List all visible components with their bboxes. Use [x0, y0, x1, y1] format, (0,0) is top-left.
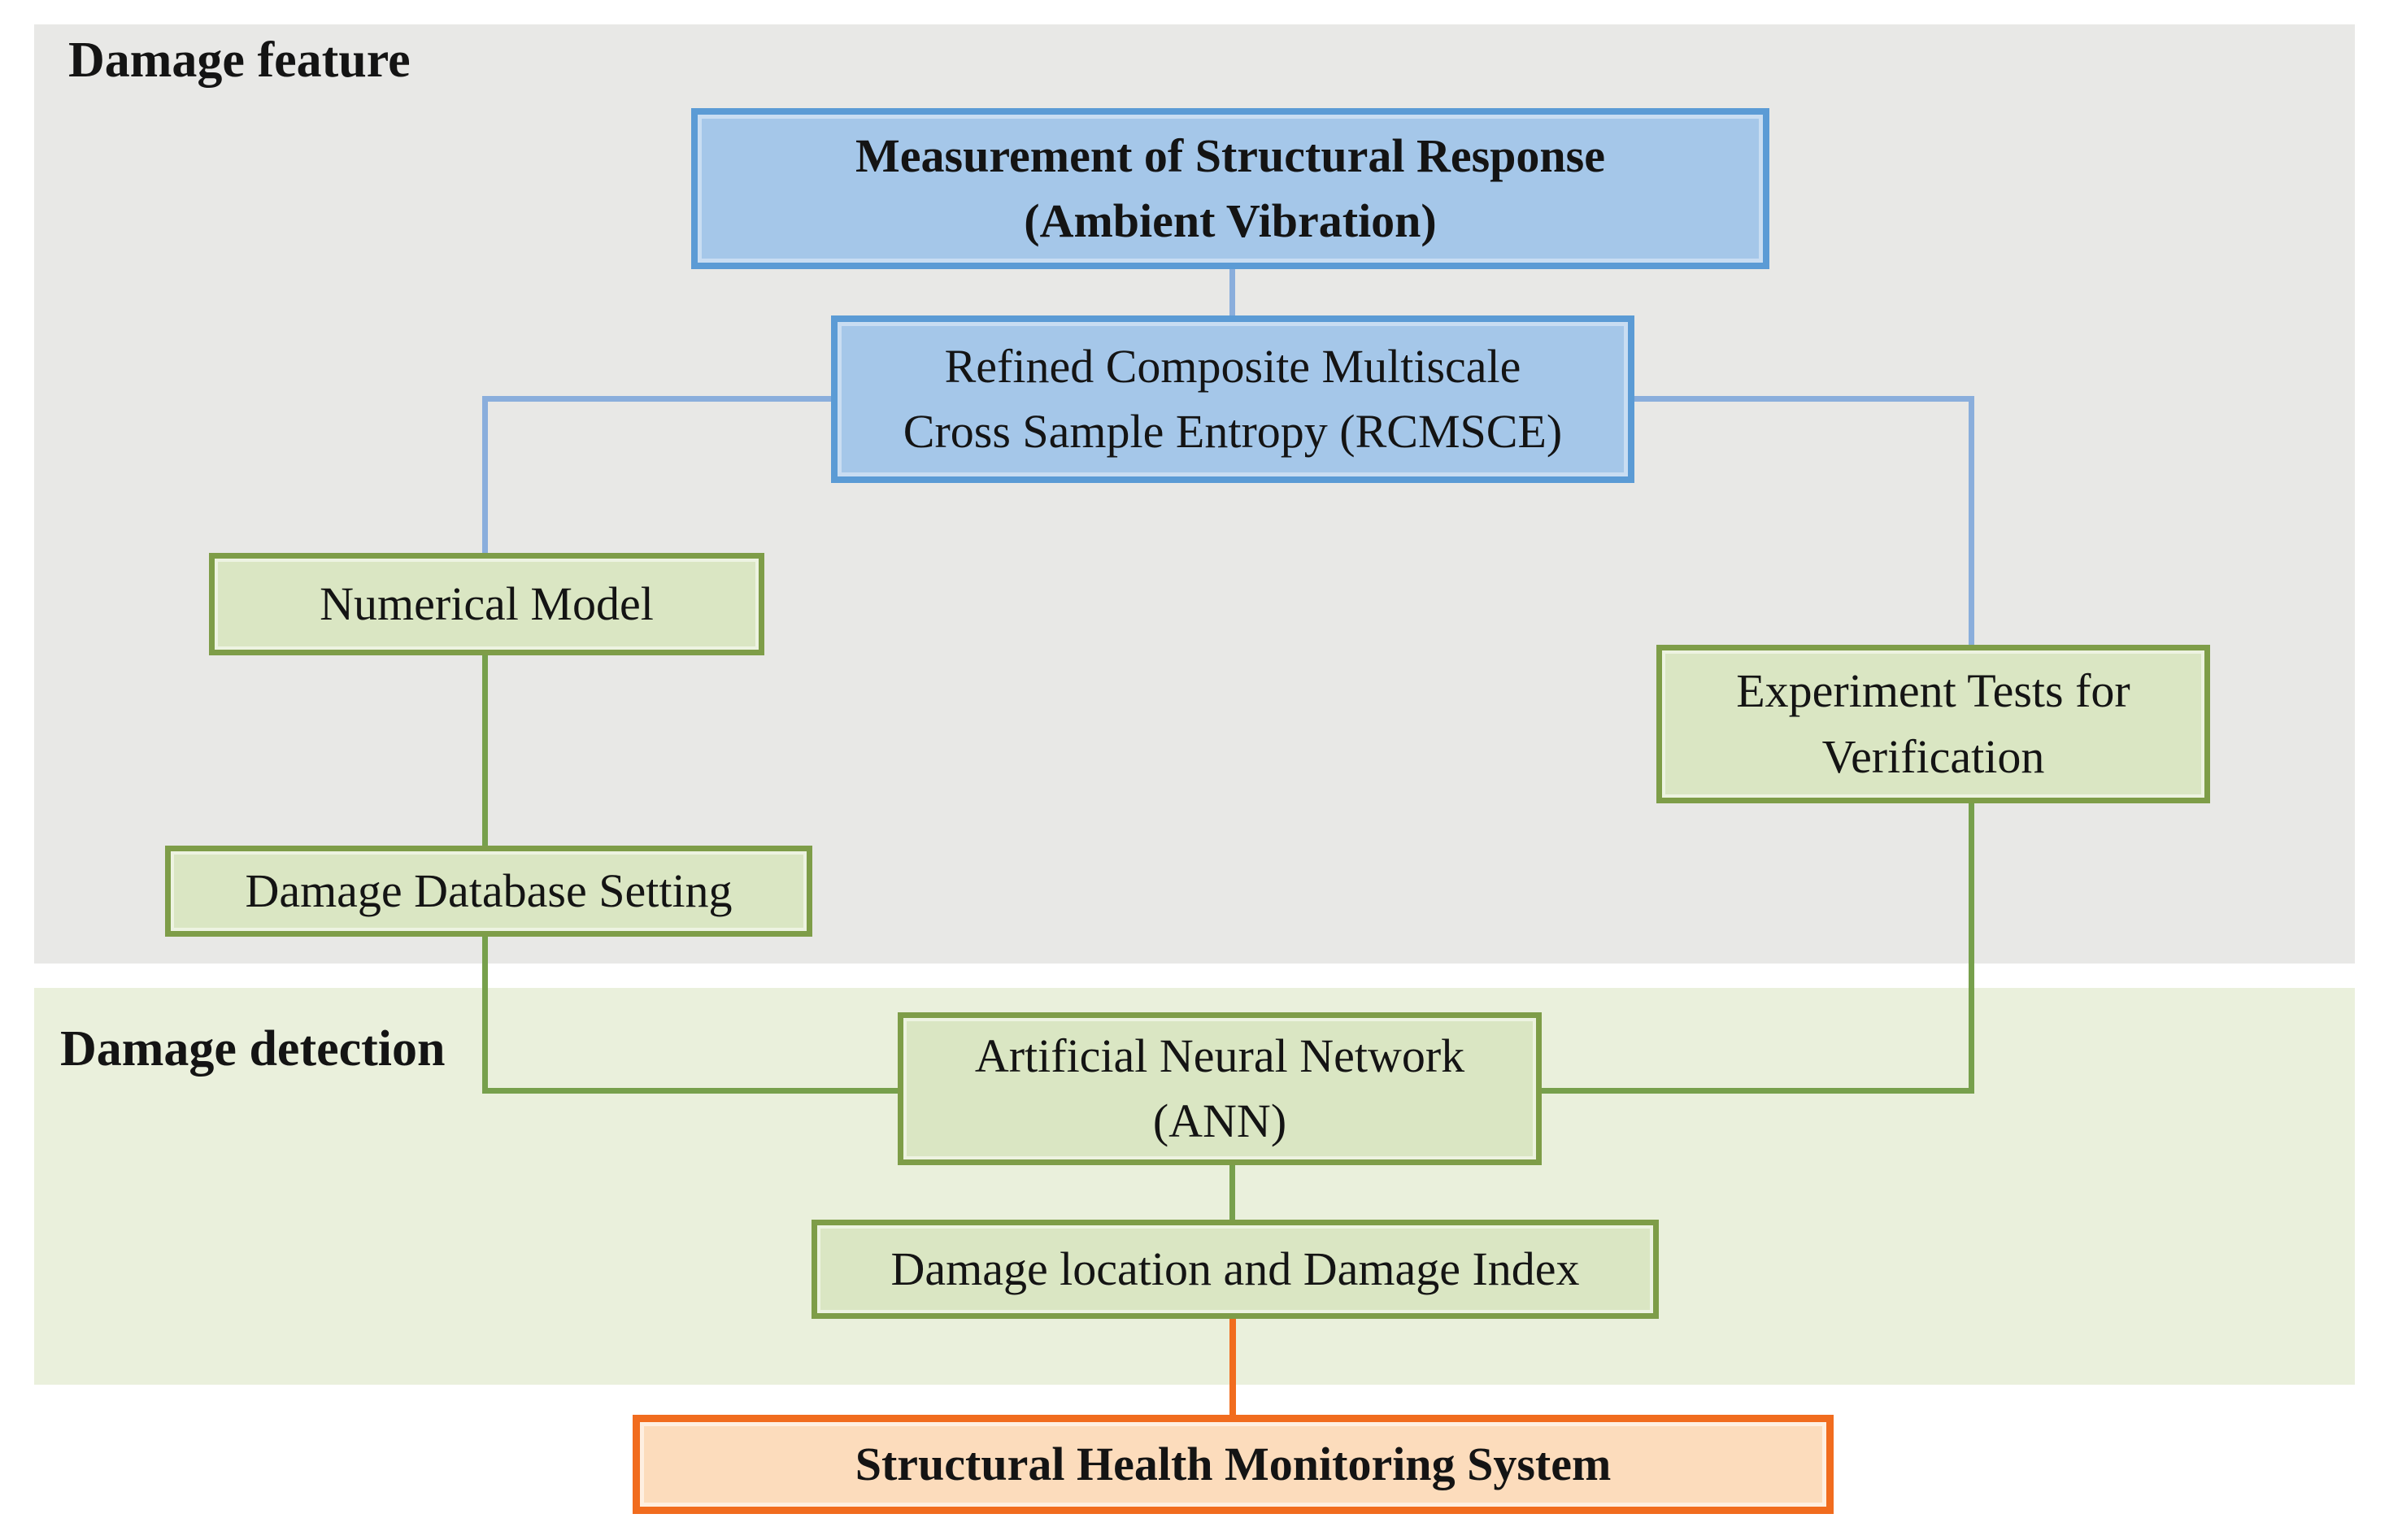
node-label-line: Damage location and Damage Index — [890, 1242, 1580, 1295]
node-label-line: Cross Sample Entropy (RCMSCE) — [903, 405, 1563, 458]
node-rcmsce: Refined Composite Multiscale Cross Sampl… — [831, 315, 1634, 483]
edge-numerical-to-database — [482, 655, 488, 848]
edge-database-to-ann-horizontal — [482, 1088, 901, 1094]
edge-rcmsce-to-experiment-horizontal — [1634, 396, 1974, 402]
node-label-line: Refined Composite Multiscale — [944, 339, 1521, 393]
edge-ann-to-location — [1229, 1163, 1235, 1223]
node-label-line: (ANN) — [1152, 1094, 1287, 1147]
node-label-line: Experiment Tests for — [1736, 664, 2130, 718]
node-label-line: (Ambient Vibration) — [1024, 194, 1437, 247]
edge-database-to-ann-vertical — [482, 935, 488, 1094]
node-label-line: Verification — [1821, 729, 2045, 783]
node-structural-health-monitoring-system: Structural Health Monitoring System — [633, 1415, 1834, 1514]
node-numerical-model: Numerical Model — [209, 553, 764, 655]
node-experiment-tests: Experiment Tests for Verification — [1656, 645, 2210, 803]
edge-rcmsce-to-experiment-vertical — [1969, 396, 1974, 648]
node-artificial-neural-network: Artificial Neural Network (ANN) — [898, 1012, 1542, 1165]
edge-rcmsce-to-numerical-vertical — [482, 396, 488, 555]
damage-detection-label: Damage detection — [60, 1021, 446, 1077]
node-measurement-of-structural-response: Measurement of Structural Response (Ambi… — [691, 108, 1769, 269]
node-label-line: Structural Health Monitoring System — [855, 1437, 1612, 1490]
node-damage-location-and-index: Damage location and Damage Index — [812, 1220, 1659, 1319]
edge-location-to-shm — [1229, 1317, 1236, 1418]
node-label-line: Measurement of Structural Response — [855, 128, 1605, 182]
damage-feature-label: Damage feature — [68, 33, 411, 88]
edge-measurement-to-rcmsce — [1229, 269, 1235, 318]
edge-experiment-to-ann-vertical — [1969, 802, 1974, 1094]
node-label-line: Damage Database Setting — [245, 864, 733, 917]
node-label-line: Numerical Model — [320, 576, 654, 630]
node-label-line: Artificial Neural Network — [974, 1029, 1465, 1082]
edge-rcmsce-to-numerical-horizontal — [482, 396, 831, 402]
node-damage-database-setting: Damage Database Setting — [165, 846, 812, 937]
edge-experiment-to-ann-horizontal — [1538, 1088, 1974, 1094]
